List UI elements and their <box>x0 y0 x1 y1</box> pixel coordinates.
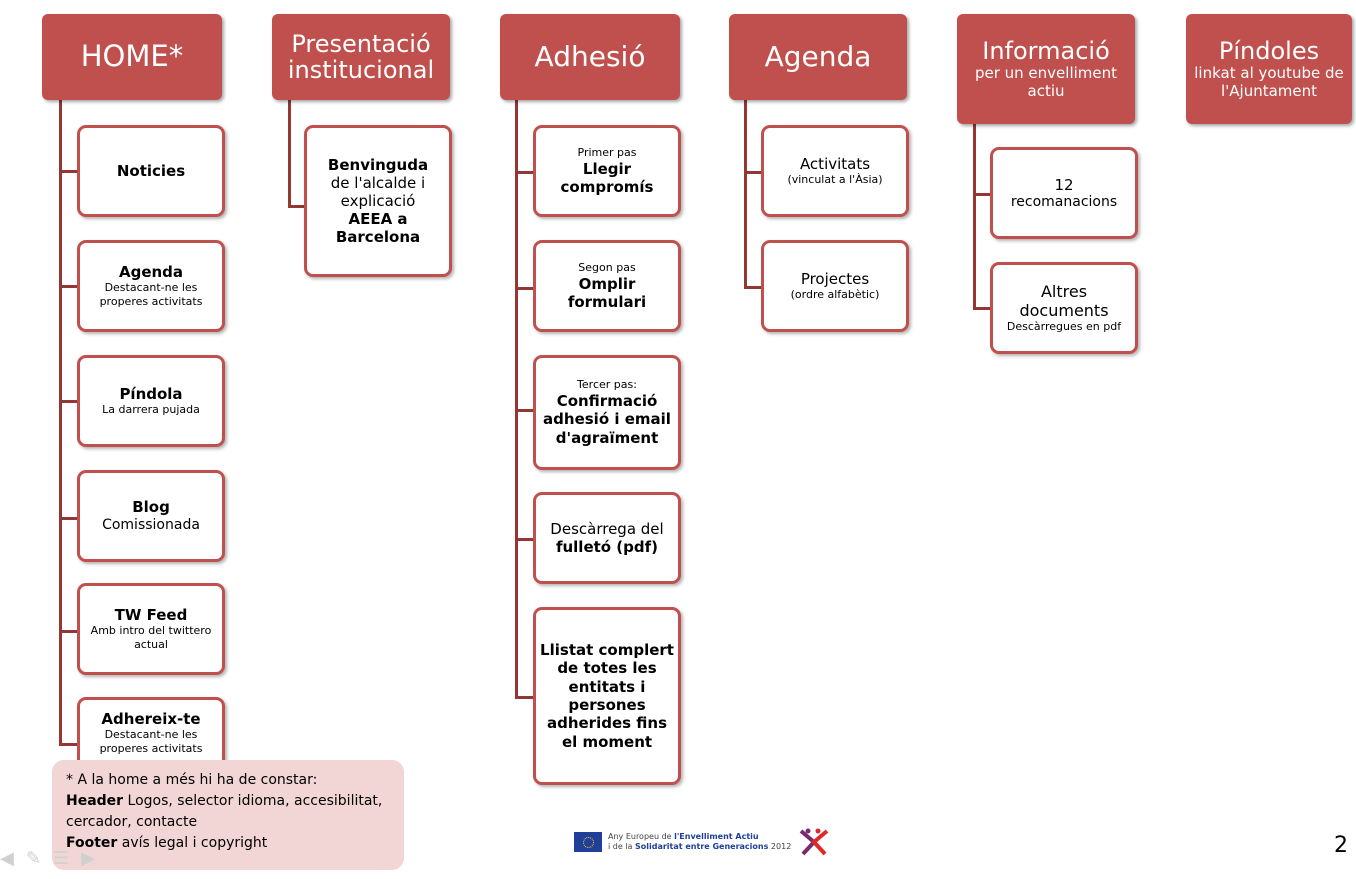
adhesio-step-3[interactable]: Tercer pas: Confirmació adhesió i email … <box>533 355 681 470</box>
home-item-desc: Amb intro del twittero actual <box>90 624 212 652</box>
logo-line1-pre: Any Europeu de <box>608 832 675 842</box>
header-pindoles-title: Píndoles <box>1218 36 1320 65</box>
home-item-title: Agenda <box>118 263 184 282</box>
home-item-title: TW Feed <box>114 606 188 625</box>
informacio-item-desc: Descàrregues en pdf <box>1006 320 1122 334</box>
header-informacio[interactable]: Informació per un envelliment actiu <box>957 14 1135 124</box>
adhesio-step-title: Confirmació adhesió i email d'agraïment <box>543 391 671 447</box>
home-item-desc: Destacant-ne les properes activitats <box>99 281 203 309</box>
logo-line2-year: 2012 <box>768 842 792 851</box>
home-item-twfeed[interactable]: TW Feed Amb intro del twittero actual <box>77 583 225 675</box>
home-item-title: Píndola <box>119 384 183 403</box>
presentacio-bold-title: Benvinguda <box>327 155 429 174</box>
eu-flag-icon <box>574 832 602 852</box>
header-adhesio-title: Adhesió <box>534 39 646 73</box>
adhesio-download-title: fulletó (pdf) <box>555 537 659 556</box>
slide-number: 2 <box>1334 833 1348 858</box>
adhesio-list[interactable]: Llistat complert de totes les entitats i… <box>533 607 681 785</box>
adhesio-step-label: Segon pas <box>578 260 636 274</box>
next-arrow-icon[interactable]: ▶ <box>81 848 95 869</box>
header-pindoles[interactable]: Píndoles linkat al youtube de l'Ajuntame… <box>1186 14 1352 124</box>
note-footer-line: Footer avís legal i copyright <box>66 833 390 854</box>
slide-nav: ◀ ✎ ☰ ▶ <box>0 848 95 869</box>
home-item-title: Noticies <box>116 161 186 180</box>
home-connector <box>59 100 62 745</box>
header-informacio-title: Informació <box>982 36 1110 65</box>
adhesio-download[interactable]: Descàrrega del fulletó (pdf) <box>533 492 681 584</box>
header-presentacio-title: Presentació institucional <box>287 29 435 84</box>
note-footer-text: avís legal i copyright <box>117 835 268 851</box>
header-adhesio[interactable]: Adhesió <box>500 14 680 100</box>
home-item-agenda[interactable]: Agenda Destacant-ne les properes activit… <box>77 240 225 332</box>
logo-text: Any Europeu de l'Envelliment Actiu i de … <box>608 832 791 851</box>
home-item-desc: Destacant-ne les properes activitats <box>99 728 203 756</box>
home-note: * A la home a més hi ha de constar: Head… <box>52 760 404 870</box>
agenda-item-activitats[interactable]: Activitats (vinculat a l'Àsia) <box>761 125 909 217</box>
informacio-connector <box>973 124 976 310</box>
adhesio-step-2[interactable]: Segon pas Omplir formulari <box>533 240 681 332</box>
logo-line2-bold: Solidaritat entre Generacions <box>634 842 769 851</box>
presentacio-item[interactable]: Benvinguda de l'alcalde i explicació AEE… <box>304 125 452 277</box>
adhesio-step-label: Tercer pas: <box>577 378 637 392</box>
logo-line2-pre: i de la <box>608 842 635 851</box>
header-home[interactable]: HOME* <box>42 14 222 100</box>
note-header-text: Logos, selector idioma, accesibilitat, c… <box>66 793 383 830</box>
informacio-item-title: 12 <box>1054 175 1074 194</box>
adhesio-step-title: Omplir formulari <box>567 274 647 311</box>
adhesio-list-title: Llistat complert de totes les entitats i… <box>540 641 674 751</box>
header-home-title: HOME* <box>80 39 184 74</box>
prev-arrow-icon[interactable]: ◀ <box>0 848 14 869</box>
presentacio-desc: de l'alcalde i explicació <box>330 173 426 210</box>
informacio-item-desc: recomanacions <box>1010 193 1118 210</box>
note-intro: * A la home a més hi ha de constar: <box>66 772 318 788</box>
adhesio-step-title: Llegir compromís <box>560 159 654 196</box>
adhesio-connector <box>515 100 518 698</box>
agenda-item-title: Projectes <box>800 270 870 289</box>
note-footer-label: Footer <box>66 835 118 851</box>
note-header-line: Header Logos, selector idioma, accesibil… <box>66 791 390 833</box>
informacio-item-recomanacions[interactable]: 12 recomanacions <box>990 147 1138 239</box>
home-item-title: Adhereix-te <box>101 710 201 728</box>
adhesio-step-label: Primer pas <box>577 145 637 159</box>
agenda-connector <box>744 100 747 288</box>
menu-icon[interactable]: ☰ <box>52 848 70 869</box>
informacio-item-documents[interactable]: Altres documents Descàrregues en pdf <box>990 262 1138 354</box>
adhesio-download-label: Descàrrega del <box>550 519 664 538</box>
presentacio-connector <box>288 100 291 207</box>
home-item-title: Blog <box>132 498 170 517</box>
adhesio-step-1[interactable]: Primer pas Llegir compromís <box>533 125 681 217</box>
agenda-item-title: Activitats <box>799 155 871 174</box>
agenda-item-desc: (ordre alfabètic) <box>790 288 880 302</box>
figures-logo-icon <box>799 828 829 856</box>
footer-logo: Any Europeu de l'Envelliment Actiu i de … <box>574 827 831 857</box>
note-header-label: Header <box>66 793 124 809</box>
informacio-item-title: Altres documents <box>1019 281 1109 321</box>
header-presentacio[interactable]: Presentació institucional <box>272 14 450 100</box>
home-item-desc: La darrera pujada <box>102 403 200 417</box>
agenda-item-projectes[interactable]: Projectes (ordre alfabètic) <box>761 240 909 332</box>
logo-line1-bold: l'Envelliment Actiu <box>674 832 759 842</box>
home-item-noticies[interactable]: Noticies <box>77 125 225 217</box>
pen-icon[interactable]: ✎ <box>25 848 41 869</box>
header-pindoles-subtitle: linkat al youtube de l'Ajuntament <box>1194 64 1344 101</box>
home-item-blog[interactable]: Blog Comissionada <box>77 470 225 562</box>
header-informacio-subtitle: per un envelliment actiu <box>974 64 1118 101</box>
header-agenda[interactable]: Agenda <box>729 14 907 100</box>
agenda-item-desc: (vinculat a l'Àsia) <box>787 173 883 187</box>
header-agenda-title: Agenda <box>764 39 872 73</box>
home-item-desc: Comissionada <box>102 516 200 533</box>
home-item-pindola[interactable]: Píndola La darrera pujada <box>77 355 225 447</box>
presentacio-bold-subtitle: AEEA a Barcelona <box>335 209 421 247</box>
